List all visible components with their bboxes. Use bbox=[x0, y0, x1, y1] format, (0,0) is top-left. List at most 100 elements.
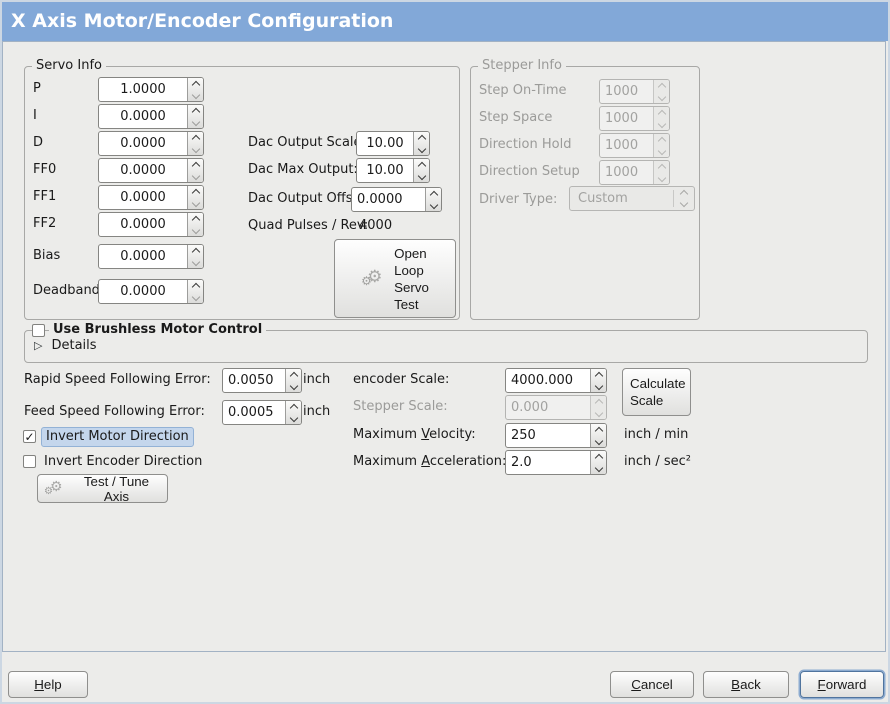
max-acceleration-label: Maximum Acceleration: bbox=[353, 454, 507, 469]
deadband-spinbox[interactable]: 0.0000 bbox=[98, 279, 204, 304]
stepper-scale-label: Stepper Scale: bbox=[353, 399, 448, 414]
spin-arrows-icon bbox=[187, 105, 203, 128]
forward-button[interactable]: Forward bbox=[800, 671, 884, 698]
rapid-following-error-spinbox[interactable]: 0.0050 bbox=[222, 368, 302, 393]
encoder-scale-label: encoder Scale: bbox=[353, 372, 450, 387]
p-spinbox[interactable]: 1.0000 bbox=[98, 77, 204, 102]
max-acceleration-unit: inch / sec² bbox=[624, 454, 692, 469]
test-tune-axis-button[interactable]: ⚙⚙ Test / Tune Axis bbox=[37, 473, 168, 504]
rapid-following-error-unit: inch bbox=[303, 372, 331, 387]
servo-info-frame: Servo Info P 1.0000 I 0.0000 D 0.0000 FF… bbox=[24, 58, 460, 320]
direction-setup-spinbox: 1000 bbox=[599, 160, 670, 185]
invert-encoder-checkbox[interactable] bbox=[23, 455, 36, 468]
bias-spinbox[interactable]: 0.0000 bbox=[98, 244, 204, 269]
spin-arrows-icon bbox=[187, 280, 203, 303]
driver-type-combobox: Custom bbox=[569, 186, 695, 211]
invert-encoder-label: Invert Encoder Direction bbox=[44, 454, 203, 469]
deadband-label: Deadband bbox=[33, 283, 100, 298]
calculate-scale-label: Calculate Scale bbox=[630, 376, 686, 408]
expander-triangle-icon: ▷ bbox=[34, 339, 43, 352]
help-button[interactable]: Help bbox=[8, 671, 88, 698]
cancel-button[interactable]: Cancel bbox=[610, 671, 694, 698]
dac-output-offset-spinbox[interactable]: 0.0000 bbox=[351, 187, 442, 212]
spin-arrows-icon bbox=[285, 401, 301, 424]
bias-label: Bias bbox=[33, 248, 61, 263]
step-space-spinbox: 1000 bbox=[599, 106, 670, 131]
driver-type-label: Driver Type: bbox=[479, 192, 558, 207]
step-on-time-label: Step On-Time bbox=[479, 83, 567, 98]
spin-arrows-icon bbox=[187, 132, 203, 155]
max-velocity-unit: inch / min bbox=[624, 427, 689, 442]
driver-type-value: Custom bbox=[578, 191, 628, 206]
p-label: P bbox=[33, 81, 41, 96]
stepper-info-frame: Stepper Info Step On-Time 1000 Step Spac… bbox=[470, 58, 700, 320]
d-spinbox[interactable]: 0.0000 bbox=[98, 131, 204, 156]
step-on-time-spinbox: 1000 bbox=[599, 79, 670, 104]
step-space-label: Step Space bbox=[479, 110, 553, 125]
gears-icon: ⚙⚙ bbox=[44, 477, 63, 497]
spin-arrows-icon bbox=[590, 424, 606, 447]
feed-following-error-spinbox[interactable]: 0.0005 bbox=[222, 400, 302, 425]
direction-hold-spinbox: 1000 bbox=[599, 133, 670, 158]
combo-arrows-icon bbox=[674, 187, 694, 210]
use-brushless-checkbox[interactable] bbox=[32, 324, 45, 337]
ff1-label: FF1 bbox=[33, 189, 57, 204]
ff2-spinbox[interactable]: 0.0000 bbox=[98, 212, 204, 237]
spin-arrows-icon bbox=[413, 132, 429, 155]
direction-hold-label: Direction Hold bbox=[479, 137, 572, 152]
spin-arrows-icon bbox=[413, 159, 429, 182]
dac-output-scale-spinbox[interactable]: 10.00 bbox=[356, 131, 430, 156]
spin-arrows-icon bbox=[285, 369, 301, 392]
ff0-spinbox[interactable]: 0.0000 bbox=[98, 158, 204, 183]
open-loop-servo-test-button[interactable]: ⚙⚙ Open Loop Servo Test bbox=[334, 239, 456, 318]
spin-arrows-icon bbox=[187, 213, 203, 236]
stepper-scale-spinbox: 0.000 bbox=[505, 395, 607, 420]
calculate-scale-button[interactable]: Calculate Scale bbox=[622, 368, 691, 416]
dac-max-output-label: Dac Max Output: bbox=[248, 162, 358, 177]
max-velocity-spinbox[interactable]: 250 bbox=[505, 423, 607, 448]
spin-arrows-icon bbox=[653, 107, 669, 130]
spin-arrows-icon bbox=[187, 186, 203, 209]
max-acceleration-spinbox[interactable]: 2.0 bbox=[505, 450, 607, 475]
gears-icon: ⚙⚙ bbox=[361, 266, 383, 288]
forward-button-label: Forward bbox=[817, 677, 867, 692]
quad-pulses-label: Quad Pulses / Rev: bbox=[248, 218, 369, 233]
stepper-info-frame-label: Stepper Info bbox=[478, 58, 566, 74]
content-panel bbox=[2, 41, 886, 652]
quad-pulses-value: 4000 bbox=[359, 218, 393, 233]
test-tune-axis-label: Test / Tune Axis bbox=[83, 473, 150, 504]
feed-following-error-label: Feed Speed Following Error: bbox=[24, 404, 205, 419]
ff2-label: FF2 bbox=[33, 216, 57, 231]
spin-arrows-icon bbox=[425, 188, 441, 211]
d-label: D bbox=[33, 135, 44, 150]
help-button-label: Help bbox=[34, 677, 62, 692]
direction-setup-label: Direction Setup bbox=[479, 164, 580, 179]
back-button[interactable]: Back bbox=[703, 671, 789, 698]
ff0-label: FF0 bbox=[33, 162, 57, 177]
spin-arrows-icon bbox=[653, 161, 669, 184]
encoder-scale-spinbox[interactable]: 4000.000 bbox=[505, 368, 607, 393]
brushless-frame: Use Brushless Motor Control ▷ Details bbox=[24, 322, 868, 363]
spin-arrows-icon bbox=[590, 369, 606, 392]
servo-info-frame-label: Servo Info bbox=[32, 58, 106, 74]
feed-following-error-unit: inch bbox=[303, 404, 331, 419]
spin-arrows-icon bbox=[590, 451, 606, 474]
spin-arrows-icon bbox=[187, 245, 203, 268]
dac-max-output-spinbox[interactable]: 10.00 bbox=[356, 158, 430, 183]
invert-motor-checkbox[interactable]: ✓ bbox=[23, 430, 36, 444]
max-velocity-label: Maximum Velocity: bbox=[353, 427, 476, 442]
i-spinbox[interactable]: 0.0000 bbox=[98, 104, 204, 129]
cancel-button-label: Cancel bbox=[631, 677, 673, 692]
spin-arrows-icon bbox=[187, 159, 203, 182]
details-expander[interactable]: ▷ Details bbox=[34, 338, 97, 353]
dac-output-offset-label: Dac Output Offset: bbox=[248, 191, 370, 206]
back-button-label: Back bbox=[731, 677, 761, 692]
spin-arrows-icon bbox=[653, 134, 669, 157]
invert-motor-label[interactable]: Invert Motor Direction bbox=[41, 427, 194, 447]
spin-arrows-icon bbox=[653, 80, 669, 103]
ff1-spinbox[interactable]: 0.0000 bbox=[98, 185, 204, 210]
open-loop-button-label: Open Loop Servo Test bbox=[394, 245, 429, 312]
rapid-following-error-label: Rapid Speed Following Error: bbox=[24, 372, 211, 387]
spin-arrows-icon bbox=[590, 396, 606, 419]
